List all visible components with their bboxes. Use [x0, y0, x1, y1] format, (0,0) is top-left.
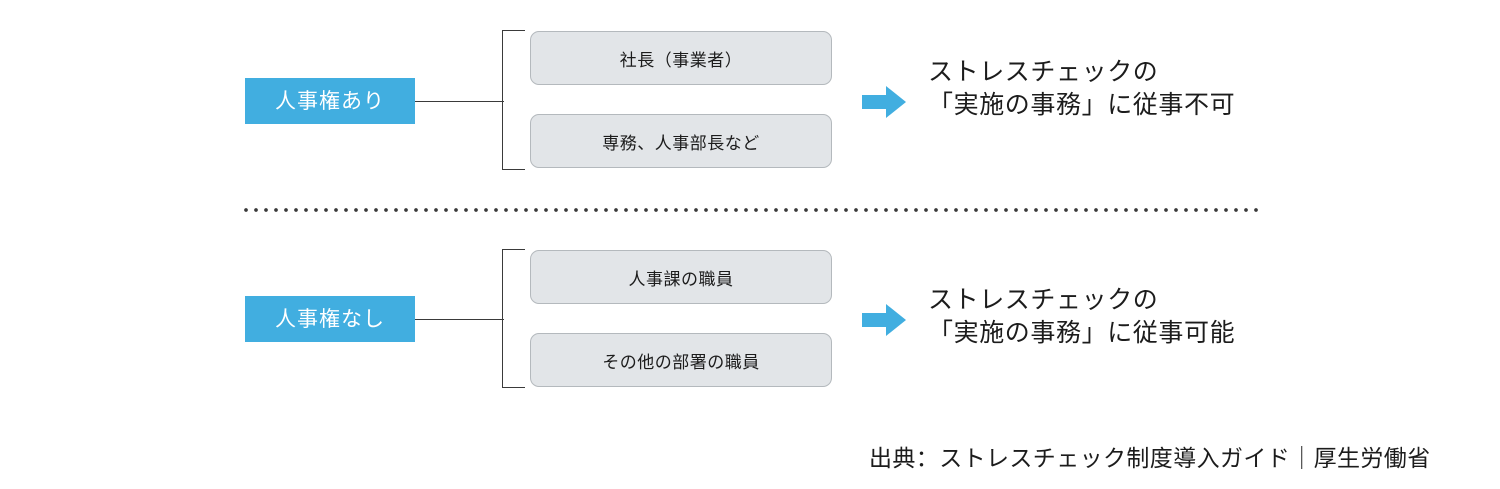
category-label-with-authority: 人事権あり — [245, 78, 415, 124]
node-box: 社長（事業者） — [530, 31, 832, 85]
node-box: 人事課の職員 — [530, 250, 832, 304]
outcome-text-row-b: ストレスチェックの 「実施の事務」に従事可能 — [928, 284, 1235, 350]
node-box: 専務、人事部長など — [530, 114, 832, 168]
outcome-line: 「実施の事務」に従事不可 — [928, 91, 1236, 119]
source-attribution: 出典：ストレスチェック制度導入ガイド｜厚生労働省 — [869, 445, 1431, 471]
connector-bracket-row-a — [502, 30, 525, 170]
right-arrow-icon — [862, 303, 906, 337]
connector-stem-row-b — [415, 319, 504, 320]
dotted-divider — [244, 208, 1264, 212]
node-box: その他の部署の職員 — [530, 333, 832, 387]
category-label-without-authority: 人事権なし — [245, 296, 415, 342]
outcome-text-row-a: ストレスチェックの 「実施の事務」に従事不可 — [928, 56, 1235, 122]
outcome-line: ストレスチェックの — [928, 58, 1159, 86]
outcome-line: ストレスチェックの — [928, 286, 1159, 314]
right-arrow-icon — [862, 85, 906, 119]
outcome-line: 「実施の事務」に従事可能 — [928, 319, 1236, 347]
connector-stem-row-a — [415, 101, 504, 102]
connector-bracket-row-b — [502, 249, 525, 388]
